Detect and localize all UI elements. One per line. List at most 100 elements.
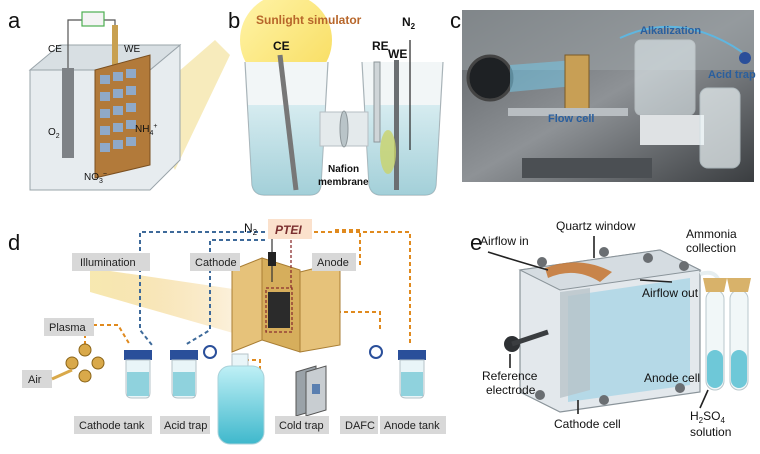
ce-rod — [277, 54, 299, 191]
reference-electrode — [511, 329, 549, 347]
c-label-flow-cell: Flow cell — [548, 113, 594, 125]
d-label-dafc: DAFC — [345, 420, 375, 432]
panel-c-letter: c — [450, 8, 461, 33]
panel-b: b Sunlight simulator CE RE WE N2 Nafion … — [228, 0, 444, 196]
d-label-cathode: Cathode — [195, 257, 237, 269]
flow-line-blue-1 — [139, 231, 265, 346]
c-label-acid-trap: Acid trap — [708, 69, 756, 81]
e-label-anode-cell: Anode cell — [644, 371, 700, 385]
cathode-box — [190, 253, 240, 271]
d-label-illumination: Illumination — [80, 257, 136, 269]
re-electrode — [373, 61, 381, 143]
cork-1 — [703, 278, 727, 292]
d-label-cathode-tank: Cathode tank — [79, 420, 145, 432]
illumination-beam — [90, 268, 240, 335]
d-label-plasma: Plasma — [49, 322, 87, 334]
left-electrolyte — [248, 105, 325, 195]
e-label-collection: collection — [686, 241, 736, 255]
acid-trap-cap — [739, 52, 751, 64]
flow-line-orange-1 — [300, 231, 411, 345]
panel-e: e Airflow in — [470, 219, 751, 439]
ptei-membrane — [268, 292, 290, 328]
sunlight-label: Sunlight simulator — [256, 13, 362, 27]
pump-icon-1 — [203, 345, 217, 359]
cathode-tank-box — [74, 416, 152, 434]
electrode-grid — [100, 69, 136, 152]
dafc-box — [340, 416, 378, 434]
d-label-ptei: PTEI — [275, 223, 302, 237]
stage-plate — [508, 108, 628, 116]
d-label-air: Air — [28, 374, 42, 386]
e-label-quartz-window: Quartz window — [556, 219, 636, 233]
e-label-airflow-in: Airflow in — [480, 234, 529, 248]
alkalization-beaker — [634, 39, 696, 116]
flow-line-orange-2 — [330, 311, 381, 330]
label-ce: CE — [48, 44, 62, 55]
e-label-electrode: electrode — [486, 383, 536, 397]
pump-icon-2 — [369, 345, 383, 359]
panel-d-letter: d — [8, 230, 20, 255]
flow-cell-device — [564, 54, 590, 111]
anode-box — [312, 253, 356, 271]
d-label-anode: Anode — [317, 257, 349, 269]
label-nh4: NH4+ — [135, 123, 157, 137]
anode-chamber — [568, 278, 690, 402]
photoelectrode — [380, 130, 396, 174]
d-label-n2: N2 — [244, 221, 258, 237]
dafc-stack — [295, 365, 327, 417]
label-o2: O2 — [48, 127, 60, 140]
cathode-chamber — [560, 288, 590, 398]
b-label-we: WE — [388, 47, 407, 61]
cold-trap-box — [275, 416, 329, 434]
cold-trap-vessel — [217, 353, 265, 445]
counter-electrode — [62, 68, 74, 158]
e-label-cathode-cell: Cathode cell — [554, 417, 621, 431]
reference-electrode-cap — [504, 336, 520, 352]
flow-line-orange-5 — [335, 229, 361, 265]
c-label-alkalization: Alkalization — [640, 25, 701, 37]
b-label-ce: CE — [273, 39, 290, 53]
arrow-airflow-out — [639, 279, 673, 283]
cork-2 — [727, 278, 751, 292]
collection-liquid-1 — [707, 350, 723, 388]
panel-a-letter: a — [8, 8, 21, 33]
b-label-re: RE — [372, 39, 389, 53]
acid-trap-bottle — [699, 87, 741, 169]
panel-d: d N2 PTEI Illumination Cathode Anode Pla… — [8, 219, 446, 445]
panel-c: c Alkalization Acid trap Flow cell — [450, 8, 756, 182]
b-label-membrane: membrane — [318, 177, 369, 188]
anode-tank-bottle — [398, 350, 426, 399]
e-label-ammonia: Ammonia — [686, 227, 737, 241]
label-we: WE — [124, 44, 140, 55]
tube-arrow — [619, 25, 743, 53]
label-no3: NO3− — [84, 171, 107, 185]
panel-b-letter: b — [228, 8, 240, 33]
lab-jack — [522, 158, 652, 178]
e-label-airflow-out: Airflow out — [642, 286, 699, 300]
n2-valve — [268, 252, 276, 266]
e-label-solution: solution — [690, 425, 731, 439]
panel-a: a CE WE O2 NH4+ NO3− — [8, 8, 230, 191]
ptei-highlight — [265, 287, 293, 333]
battery-icon — [81, 11, 105, 27]
acid-trap-bottle-d — [170, 350, 198, 399]
d-label-acid-trap: Acid trap — [164, 420, 207, 432]
ptei-box — [268, 219, 312, 239]
cathode-tank-bottle — [124, 350, 152, 399]
b-label-nafion: Nafion — [328, 164, 359, 175]
flow-line-blue-2 — [184, 239, 265, 346]
illumination-box — [72, 253, 150, 271]
lamp-lens — [466, 54, 514, 102]
arrow-h2so4 — [699, 389, 709, 409]
cathode-plate — [231, 257, 263, 353]
panel-e-letter: e — [470, 230, 482, 255]
cell-top — [518, 249, 702, 291]
e-label-reference: Reference — [482, 369, 538, 383]
we-electrode — [394, 60, 399, 190]
arrow-airflow-in — [487, 251, 549, 271]
plasma-box — [44, 318, 94, 336]
air-box — [22, 370, 52, 388]
photo-wall — [462, 10, 754, 70]
anode-plate — [299, 261, 341, 353]
